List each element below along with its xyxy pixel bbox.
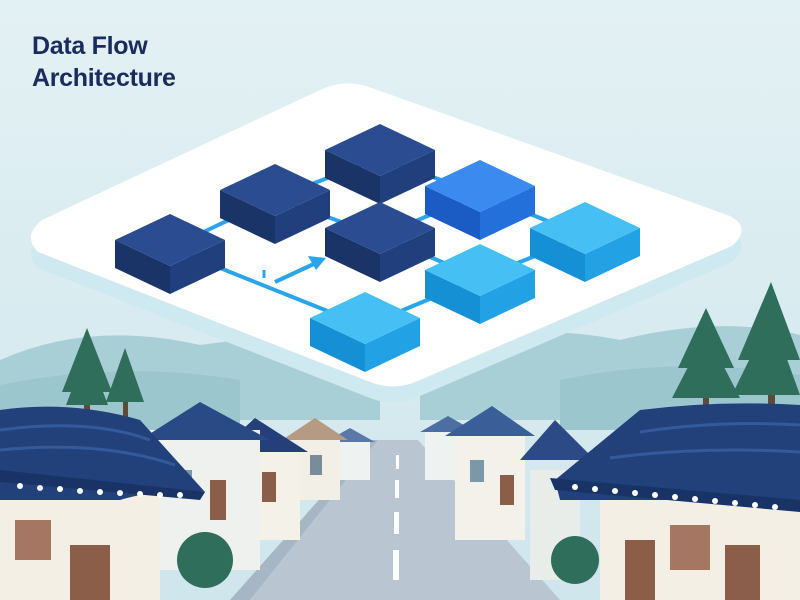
node-n1-right-face bbox=[170, 240, 225, 294]
node-n5-top-face bbox=[425, 160, 535, 212]
node-n8-left-face bbox=[310, 318, 365, 372]
tree-left-2 bbox=[106, 348, 144, 420]
node-n2-left-face bbox=[220, 190, 275, 244]
diagram-nodes bbox=[115, 124, 640, 372]
node-n4 bbox=[325, 202, 435, 282]
node-n1 bbox=[115, 214, 225, 294]
title-line-2: Architecture bbox=[32, 64, 176, 92]
node-n7-right-face bbox=[480, 270, 535, 324]
node-n6-top-face bbox=[530, 202, 640, 254]
node-n1-top-face bbox=[115, 214, 225, 266]
hanok-left bbox=[0, 406, 233, 600]
node-n3-top-face bbox=[325, 124, 435, 176]
node-n7-left-face bbox=[425, 270, 480, 324]
node-n8-right-face bbox=[365, 318, 420, 372]
tree-right-1 bbox=[732, 282, 800, 420]
node-n4-right-face bbox=[380, 228, 435, 282]
node-n6 bbox=[530, 202, 640, 282]
hanok-right bbox=[550, 403, 800, 600]
node-n6-left-face bbox=[530, 228, 585, 282]
houses-left bbox=[140, 402, 375, 570]
tree-left-1 bbox=[62, 328, 112, 420]
node-n8 bbox=[310, 292, 420, 372]
title-line-1: Data Flow bbox=[32, 32, 148, 60]
node-n2-right-face bbox=[275, 190, 330, 244]
node-n6-right-face bbox=[585, 228, 640, 282]
tree-right-2 bbox=[672, 308, 740, 417]
node-n7-top-face bbox=[425, 244, 535, 296]
node-n2-top-face bbox=[220, 164, 330, 216]
node-n3-left-face bbox=[325, 150, 380, 204]
flow-arrow bbox=[262, 256, 326, 284]
node-n3-right-face bbox=[380, 150, 435, 204]
node-n7 bbox=[425, 244, 535, 324]
node-n4-top-face bbox=[325, 202, 435, 254]
node-n2 bbox=[220, 164, 330, 244]
node-n5 bbox=[425, 160, 535, 240]
node-n5-right-face bbox=[480, 186, 535, 240]
node-n4-left-face bbox=[325, 228, 380, 282]
node-n3 bbox=[325, 124, 435, 204]
page-title: Data Flow Architecture bbox=[32, 30, 176, 94]
node-n5-left-face bbox=[425, 186, 480, 240]
node-n1-left-face bbox=[115, 240, 170, 294]
node-n8-top-face bbox=[310, 292, 420, 344]
